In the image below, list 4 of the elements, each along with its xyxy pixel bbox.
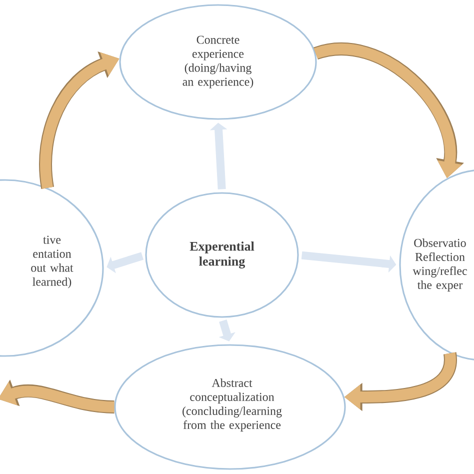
ellipse-node: Concrete experience (doing/having an experience) — [119, 4, 317, 120]
ellipse-node: Experential learning — [145, 192, 299, 318]
ellipse-node: Abstract conceptualization (concluding/learning from the experience — [114, 344, 346, 470]
block-arrow — [106, 252, 144, 274]
